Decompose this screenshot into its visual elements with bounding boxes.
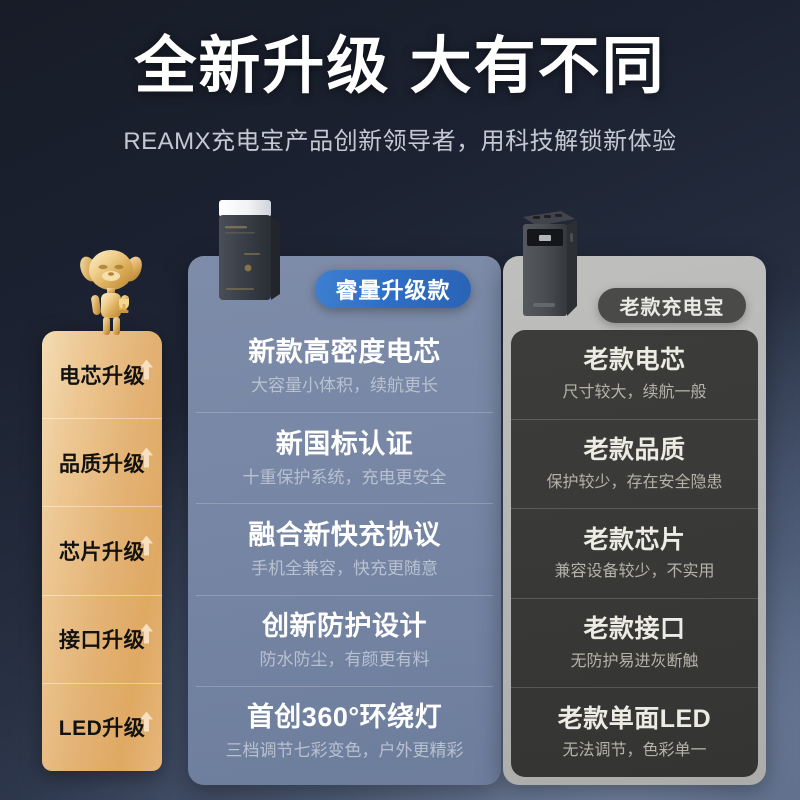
feature-title: 首创360°环绕灯 [246, 702, 443, 733]
feature-title: 老款电芯 [583, 346, 686, 375]
sidebar-item-quality[interactable]: 品质升级 [42, 419, 162, 508]
page-title: 全新升级 大有不同 [134, 32, 666, 101]
feature-subtitle: 大容量小体积，续航更长 [251, 376, 438, 396]
old-product-badge: 老款充电宝 [598, 288, 746, 323]
feature-title: 老款接口 [583, 615, 686, 644]
new-product-feature-card: 新款高密度电芯 大容量小体积，续航更长 新国标认证 十重保护系统，充电更安全 融… [196, 322, 493, 777]
feature-row: 新款高密度电芯 大容量小体积，续航更长 [196, 322, 493, 414]
feature-subtitle: 三档调节七彩变色，户外更精彩 [225, 741, 464, 761]
arrow-up-icon [140, 711, 153, 732]
feature-subtitle: 手机全兼容，快充更随意 [251, 558, 438, 578]
feature-row: 老款接口 无防护易进灰断触 [511, 599, 758, 689]
feature-row: 首创360°环绕灯 三档调节七彩变色，户外更精彩 [196, 687, 493, 777]
arrow-up-icon [140, 447, 153, 468]
sidebar-item-label: 品质升级 [59, 452, 145, 476]
feature-title: 创新防护设计 [262, 610, 427, 641]
feature-title: 新款高密度电芯 [248, 337, 441, 368]
feature-subtitle: 保护较少，存在安全隐患 [546, 473, 723, 491]
golden-dog-mascot-icon [80, 250, 142, 335]
sidebar-item-label: 芯片升级 [59, 541, 145, 564]
feature-row: 老款单面LED 无法调节，色彩单一 [511, 688, 758, 777]
arrow-up-icon [140, 535, 153, 556]
feature-title: 新国标认证 [275, 428, 414, 459]
new-power-bank-image [219, 200, 280, 300]
new-product-badge: 睿量升级款 [315, 270, 471, 308]
sidebar-item-port[interactable]: 接口升级 [42, 596, 162, 684]
sidebar-item-cell[interactable]: 电芯升级 [42, 331, 162, 420]
sidebar-item-led[interactable]: LED升级 [42, 684, 162, 771]
feature-subtitle: 防水防尘，有颜更有料 [259, 650, 430, 670]
feature-row: 新国标认证 十重保护系统，充电更安全 [196, 413, 493, 505]
feature-subtitle: 无防护易进灰断触 [570, 652, 699, 670]
new-product-panel [188, 256, 501, 785]
sidebar-item-label: 接口升级 [59, 629, 145, 653]
feature-row: 老款芯片 兼容设备较少，不实用 [511, 509, 758, 599]
page-subtitle: REAMX充电宝产品创新领导者，用科技解锁新体验 [123, 128, 677, 156]
feature-subtitle: 尺寸较大，续航一般 [562, 384, 707, 402]
feature-title: 老款单面LED [557, 704, 712, 733]
feature-subtitle: 十重保护系统，充电更安全 [242, 467, 447, 487]
arrow-up-icon [140, 623, 153, 644]
arrow-up-icon [140, 359, 153, 380]
upgrade-category-sidebar: 电芯升级 品质升级 芯片升级 接口升级 LED升级 [42, 331, 162, 771]
sidebar-item-label: LED升级 [58, 717, 146, 741]
feature-title: 老款品质 [583, 435, 686, 464]
old-product-feature-card: 老款电芯 尺寸较大，续航一般 老款品质 保护较少，存在安全隐患 老款芯片 兼容设… [511, 330, 758, 777]
sidebar-item-label: 电芯升级 [59, 364, 145, 388]
sidebar-item-chip[interactable]: 芯片升级 [42, 507, 162, 596]
feature-title: 融合新快充协议 [248, 519, 441, 550]
feature-row: 老款电芯 尺寸较大，续航一般 [511, 330, 758, 420]
feature-subtitle: 兼容设备较少，不实用 [554, 563, 715, 581]
feature-title: 老款芯片 [583, 525, 686, 554]
feature-subtitle: 无法调节，色彩单一 [562, 742, 707, 760]
feature-row: 融合新快充协议 手机全兼容，快充更随意 [196, 504, 493, 596]
hero-header: 全新升级 大有不同 REAMX充电宝产品创新领导者，用科技解锁新体验 [0, 0, 800, 180]
old-power-bank-image [523, 211, 577, 316]
feature-row: 创新防护设计 防水防尘，有颜更有料 [196, 596, 493, 687]
feature-row: 老款品质 保护较少，存在安全隐患 [511, 420, 758, 510]
